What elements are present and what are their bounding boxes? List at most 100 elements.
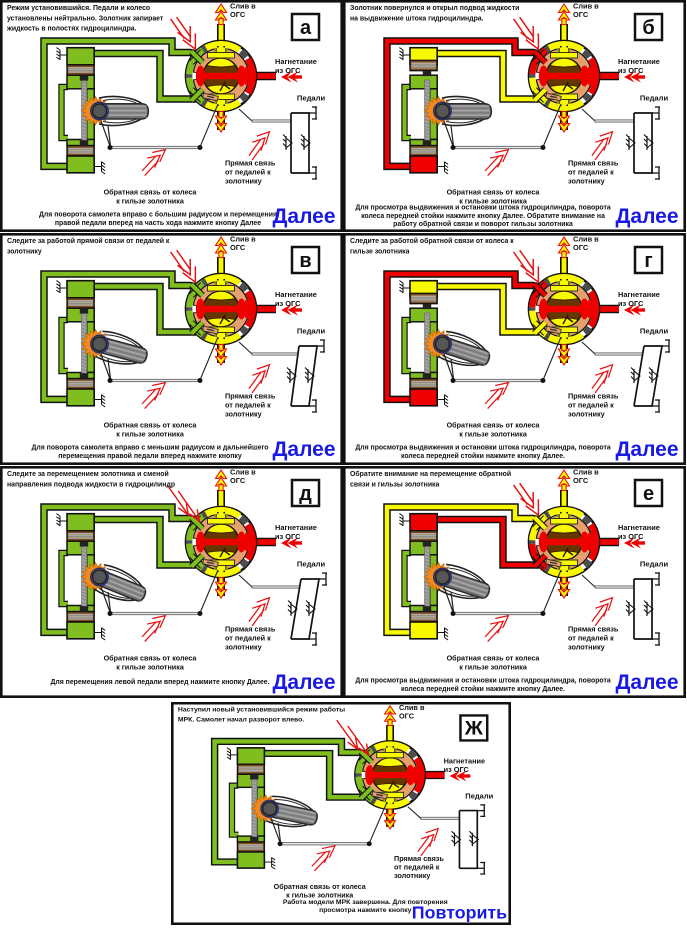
svg-text:от педалей к: от педалей к bbox=[225, 167, 271, 176]
svg-text:Нагнетание: Нагнетание bbox=[275, 290, 317, 299]
svg-text:Для поворота самолета вправо с: Для поворота самолета вправо с большим р… bbox=[39, 211, 277, 219]
svg-text:гильзе золотника: гильзе золотника bbox=[350, 248, 410, 255]
svg-text:е: е bbox=[643, 483, 654, 505]
svg-text:от педалей к: от педалей к bbox=[225, 633, 271, 642]
svg-text:Прямая связь: Прямая связь bbox=[568, 392, 619, 401]
svg-text:Ж: Ж bbox=[464, 718, 483, 740]
svg-text:Слив в: Слив в bbox=[399, 703, 425, 712]
svg-text:из ОГС: из ОГС bbox=[275, 532, 301, 541]
svg-text:в: в bbox=[299, 250, 311, 272]
svg-text:Повторить: Повторить bbox=[412, 903, 508, 923]
svg-text:Обратная связь от колеса: Обратная связь от колеса bbox=[447, 654, 541, 663]
svg-text:г: г bbox=[644, 250, 652, 272]
svg-text:золотнику: золотнику bbox=[568, 176, 606, 185]
svg-text:Слив в: Слив в bbox=[573, 235, 599, 244]
svg-text:из ОГС: из ОГС bbox=[275, 66, 301, 75]
svg-text:ОГС: ОГС bbox=[573, 10, 589, 19]
svg-text:Слив в: Слив в bbox=[573, 468, 599, 477]
svg-text:колеса передней стойки нажмите: колеса передней стойки нажмите кнопку Да… bbox=[401, 685, 565, 693]
svg-text:Следите за работой прямой связ: Следите за работой прямой связи от педал… bbox=[7, 237, 170, 245]
svg-text:Педали: Педали bbox=[297, 560, 326, 569]
svg-text:Педали: Педали bbox=[640, 560, 669, 569]
svg-text:Обратная связь от колеса: Обратная связь от колеса bbox=[447, 188, 541, 197]
svg-text:ОГС: ОГС bbox=[573, 243, 589, 252]
svg-text:Далее: Далее bbox=[615, 671, 678, 694]
svg-text:Педали: Педали bbox=[640, 327, 669, 336]
svg-text:Педали: Педали bbox=[297, 94, 326, 103]
svg-text:Следите за работой обратной св: Следите за работой обратной связи от кол… bbox=[350, 237, 514, 245]
svg-text:Далее: Далее bbox=[615, 438, 678, 461]
svg-text:Прямая связь: Прямая связь bbox=[394, 855, 444, 863]
svg-text:Далее: Далее bbox=[272, 438, 335, 461]
svg-text:Слив в: Слив в bbox=[573, 2, 599, 11]
svg-text:Прямая связь: Прямая связь bbox=[568, 625, 619, 634]
svg-text:к гильзе золотника: к гильзе золотника bbox=[286, 893, 353, 900]
svg-text:Нагнетание: Нагнетание bbox=[275, 523, 317, 532]
svg-text:золотнику: золотнику bbox=[225, 176, 263, 185]
svg-text:от педалей к: от педалей к bbox=[568, 400, 614, 409]
svg-text:из ОГС: из ОГС bbox=[444, 765, 470, 774]
svg-text:из ОГС: из ОГС bbox=[618, 532, 644, 541]
svg-text:просмотра нажмите кнопку: просмотра нажмите кнопку bbox=[319, 907, 412, 914]
svg-text:Далее: Далее bbox=[272, 671, 335, 694]
svg-text:МРК. Самолет начал разворот вл: МРК. Самолет начал разворот влево. bbox=[178, 717, 304, 724]
svg-text:золотнику: золотнику bbox=[225, 409, 263, 418]
svg-text:Прямая связь: Прямая связь bbox=[225, 625, 276, 634]
svg-text:к гильзе золотника: к гильзе золотника bbox=[116, 429, 185, 438]
svg-text:Прямая связь: Прямая связь bbox=[568, 159, 619, 168]
svg-text:золотнику: золотнику bbox=[568, 409, 606, 418]
svg-text:Обратите внимание на перемещен: Обратите внимание на перемещение обратно… bbox=[350, 470, 511, 478]
svg-text:к гильзе золотника: к гильзе золотника bbox=[116, 196, 185, 205]
svg-text:Обратная связь от колеса: Обратная связь от колеса bbox=[104, 654, 198, 663]
svg-text:Далее: Далее bbox=[615, 205, 678, 228]
svg-text:к гильзе золотника: к гильзе золотника bbox=[459, 429, 528, 438]
svg-text:Нагнетание: Нагнетание bbox=[444, 757, 486, 766]
svg-text:золотнику: золотнику bbox=[225, 642, 263, 651]
svg-text:Педали: Педали bbox=[640, 94, 669, 103]
svg-text:связи и гильзы золотника: связи и гильзы золотника bbox=[350, 481, 440, 488]
svg-text:Нагнетание: Нагнетание bbox=[618, 57, 660, 66]
svg-text:на выдвижение штока гидроцили: на выдвижение штока гидроцилиндра. bbox=[350, 15, 484, 22]
svg-text:Обратная связь от колеса: Обратная связь от колеса bbox=[104, 188, 198, 197]
svg-text:ОГС: ОГС bbox=[399, 711, 415, 720]
svg-text:работу обратной связи и повор: работу обратной связи и поворот гильзы з… bbox=[393, 220, 573, 228]
svg-text:перемещения правой педали впер: перемещения правой педали вперед нажмите… bbox=[58, 452, 242, 460]
svg-text:направления подвода жидкости в: направления подвода жидкости в гидроцили… bbox=[7, 481, 175, 488]
svg-text:ОГС: ОГС bbox=[230, 243, 246, 252]
svg-text:колеса передней стойки нажмите: колеса передней стойки нажмите кнопку Да… bbox=[401, 452, 565, 460]
svg-text:Прямая связь: Прямая связь bbox=[225, 392, 276, 401]
svg-text:Прямая связь: Прямая связь bbox=[225, 159, 276, 168]
svg-text:к гильзе золотника: к гильзе золотника bbox=[459, 196, 528, 205]
svg-text:Для просмотра выдвижения и ост: Для просмотра выдвижения и остановки што… bbox=[355, 445, 611, 452]
svg-text:Работа модели МРК завершена. Д: Работа модели МРК завершена. Для повторе… bbox=[283, 898, 448, 906]
svg-text:ОГС: ОГС bbox=[230, 10, 246, 19]
svg-text:Золотник повернулся и открыл п: Золотник повернулся и открыл подвод жидк… bbox=[350, 5, 519, 12]
svg-text:Для просмотра выдвижения и ост: Для просмотра выдвижения и остановки што… bbox=[355, 678, 611, 685]
svg-text:установлены нейтрально. Золотн: установлены нейтрально. Золотник запирае… bbox=[7, 14, 164, 22]
svg-text:Педали: Педали bbox=[465, 792, 493, 801]
svg-text:правой педали вперед на часть: правой педали вперед на часть хода нажми… bbox=[55, 219, 261, 227]
svg-text:Для просмотра выдвижения и ост: Для просмотра выдвижения и остановки што… bbox=[355, 205, 611, 212]
svg-text:Слив в: Слив в bbox=[230, 235, 256, 244]
svg-text:к гильзе золотника: к гильзе золотника bbox=[116, 662, 185, 671]
svg-text:Для поворота самолета вправо с: Для поворота самолета вправо с меньшим р… bbox=[31, 444, 268, 452]
svg-text:Для перемещения левой педали в: Для перемещения левой педали вперед нажм… bbox=[50, 678, 269, 686]
svg-text:ОГС: ОГС bbox=[230, 476, 246, 485]
svg-text:ОГС: ОГС bbox=[573, 476, 589, 485]
svg-text:Нагнетание: Нагнетание bbox=[618, 290, 660, 299]
svg-text:а: а bbox=[300, 17, 312, 39]
svg-text:золотнику: золотнику bbox=[394, 872, 430, 880]
svg-text:Обратная связь от колеса: Обратная связь от колеса bbox=[104, 421, 198, 430]
svg-text:Слив в: Слив в bbox=[230, 2, 256, 11]
svg-text:от педалей к: от педалей к bbox=[568, 167, 614, 176]
svg-text:Нагнетание: Нагнетание bbox=[618, 523, 660, 532]
svg-text:Обратная связь от колеса: Обратная связь от колеса bbox=[447, 421, 541, 430]
svg-text:Нагнетание: Нагнетание bbox=[275, 57, 317, 66]
svg-text:от педалей к: от педалей к bbox=[394, 864, 440, 872]
svg-text:из ОГС: из ОГС bbox=[275, 299, 301, 308]
svg-text:от педалей к: от педалей к bbox=[568, 633, 614, 642]
svg-text:колеса передней стойки нажмите: колеса передней стойки нажмите кнопку Да… bbox=[361, 212, 605, 220]
svg-text:Слив в: Слив в bbox=[230, 468, 256, 477]
svg-text:золотнику: золотнику bbox=[568, 642, 606, 651]
svg-text:Обратная связь от колеса: Обратная связь от колеса bbox=[274, 883, 366, 891]
